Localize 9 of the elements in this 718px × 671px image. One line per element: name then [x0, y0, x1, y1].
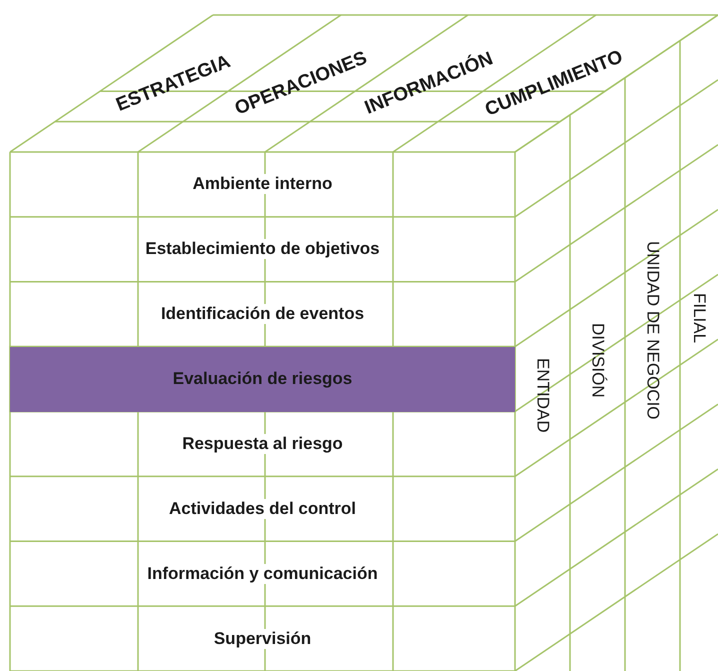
row-heading: Ambiente interno — [190, 174, 334, 194]
row-heading: Información y comunicación — [145, 564, 380, 584]
row-heading: Evaluación de riesgos — [170, 369, 354, 390]
level-heading: FILIAL — [689, 292, 709, 344]
row-heading: Respuesta al riesgo — [180, 434, 345, 454]
level-heading: ENTIDAD — [532, 358, 552, 432]
row-heading: Supervisión — [212, 628, 314, 649]
level-heading: DIVISIÓN — [588, 322, 608, 398]
level-heading: UNIDAD DE NEGOCIO — [642, 240, 662, 420]
